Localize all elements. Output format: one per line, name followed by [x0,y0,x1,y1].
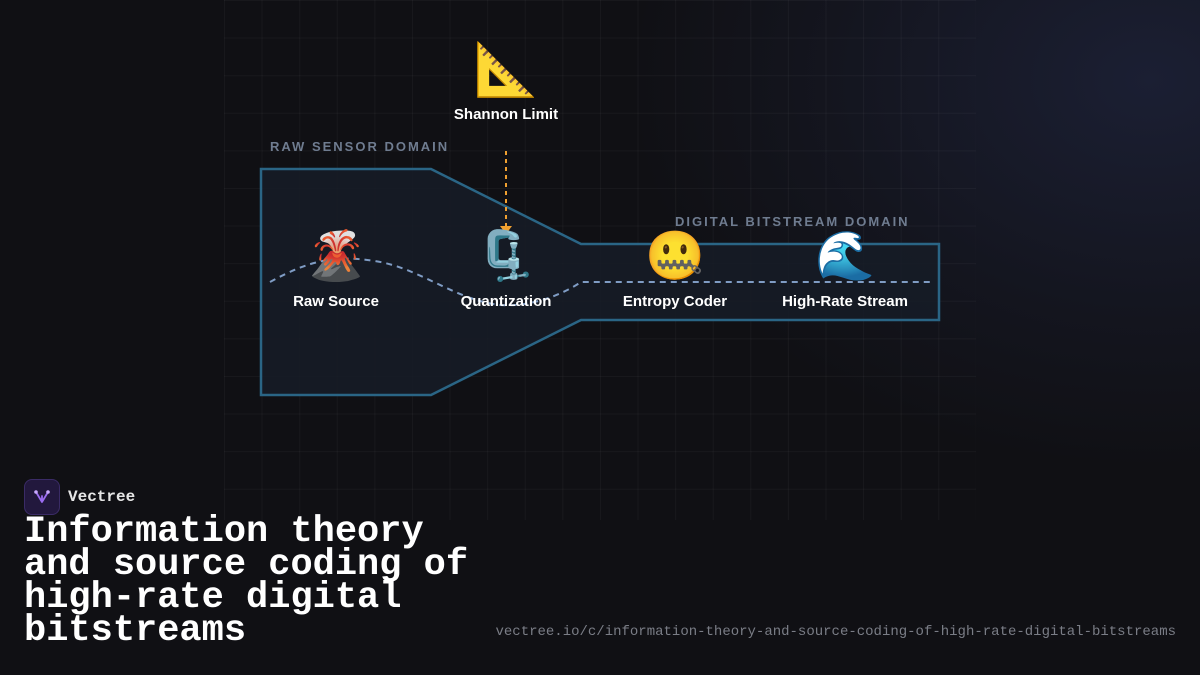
raw-sensor-domain-label: RAW SENSOR DOMAIN [270,139,450,154]
raw-source-label: Raw Source [293,293,379,310]
raw-source-node: 🌋 Raw Source [246,230,426,311]
funnel-shape [259,167,941,397]
quantization-node: 🗜️ Quantization [416,230,596,311]
signal-wave [269,257,930,307]
volcano-icon: 🌋 [306,230,366,283]
brand-name: Vectree [68,488,136,506]
quantization-label: Quantization [460,293,552,310]
triangular-ruler-icon: 📐 [473,41,539,99]
water-wave-icon: 🌊 [815,230,875,283]
zipper-mouth-face-icon: 🤐 [645,230,705,283]
clamp-icon: 🗜️ [476,230,536,283]
vectree-logo-icon [24,479,60,515]
shannon-limit-label: Shannon Limit [453,106,559,123]
page-url: vectree.io/c/information-theory-and-sour… [495,624,1176,640]
shannon-limit-arrowhead [500,226,512,234]
entropy-coder-node: 🤐 Entropy Coder [585,230,765,311]
high-rate-stream-node: 🌊 High-Rate Stream [755,230,935,311]
shannon-limit-node: 📐 Shannon Limit [416,40,596,123]
entropy-coder-label: Entropy Coder [622,293,728,310]
brand: Vectree [24,479,135,515]
high-rate-stream-label: High-Rate Stream [782,293,908,310]
digital-bitstream-domain-label: DIGITAL BITSTREAM DOMAIN [675,214,910,229]
page-title: Information theory and source coding of … [24,511,469,652]
